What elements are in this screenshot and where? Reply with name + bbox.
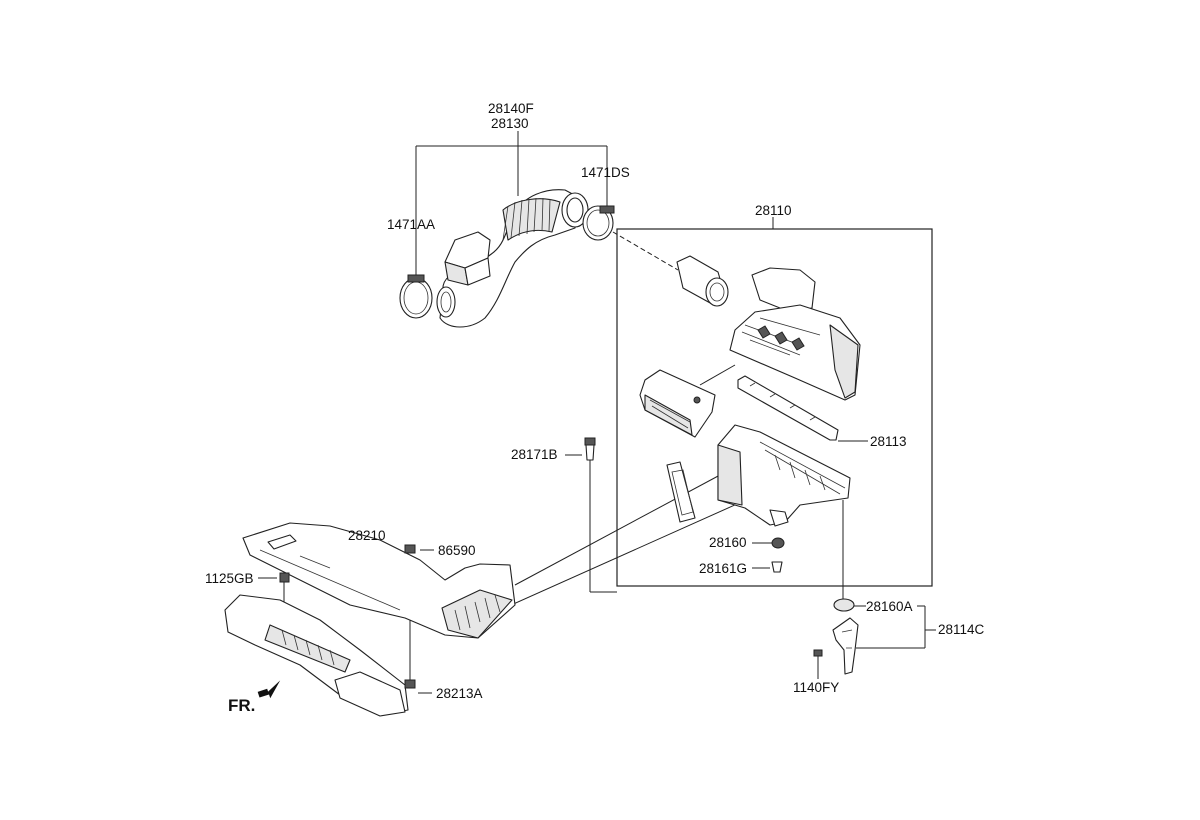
air-cleaner-lower (717, 424, 851, 527)
label-28130: 28130 (491, 116, 529, 131)
clip-86590 (404, 544, 416, 554)
hose-clamp-1471DS (582, 205, 615, 241)
label-28160A: 28160A (866, 599, 913, 614)
label-28161G: 28161G (699, 561, 747, 576)
front-direction-arrow (257, 680, 281, 699)
clip-28213A (404, 679, 416, 689)
label-86590: 86590 (438, 543, 476, 558)
air-filter-element-cover (639, 369, 716, 438)
grommet-28160 (771, 537, 785, 549)
bracket-28114C (832, 617, 859, 675)
filter-element-28113 (737, 375, 839, 441)
label-28113: 28113 (870, 434, 907, 449)
label-28110: 28110 (755, 203, 792, 218)
label-1125GB: 1125GB (205, 571, 254, 586)
label-1471AA: 1471AA (387, 217, 435, 232)
label-28140F: 28140F (488, 101, 534, 116)
front-direction-label: FR. (228, 696, 255, 715)
air-duct-28210 (242, 522, 516, 639)
callout-labels: 28140F 28130 1471DS 1471AA 28110 28113 2… (205, 101, 985, 715)
pin-28171B (584, 437, 596, 461)
air-cleaner-upper (676, 255, 861, 401)
hose-clamp-1471AA (399, 274, 433, 319)
grommet-28160A (833, 598, 855, 612)
label-28213A: 28213A (436, 686, 483, 701)
label-28114C: 28114C (938, 622, 985, 637)
grommet-28161G (771, 561, 783, 573)
air-duct-lower-28213A (224, 594, 409, 717)
label-28171B: 28171B (511, 447, 558, 462)
label-1471DS: 1471DS (581, 165, 630, 180)
bolt-1125GB (279, 572, 290, 592)
resonator-28171 (666, 461, 696, 523)
label-1140FY: 1140FY (793, 680, 839, 695)
intake-hose (436, 189, 589, 328)
label-28210: 28210 (348, 528, 386, 543)
bolt-1140FY (813, 649, 823, 666)
label-28160: 28160 (709, 535, 747, 550)
